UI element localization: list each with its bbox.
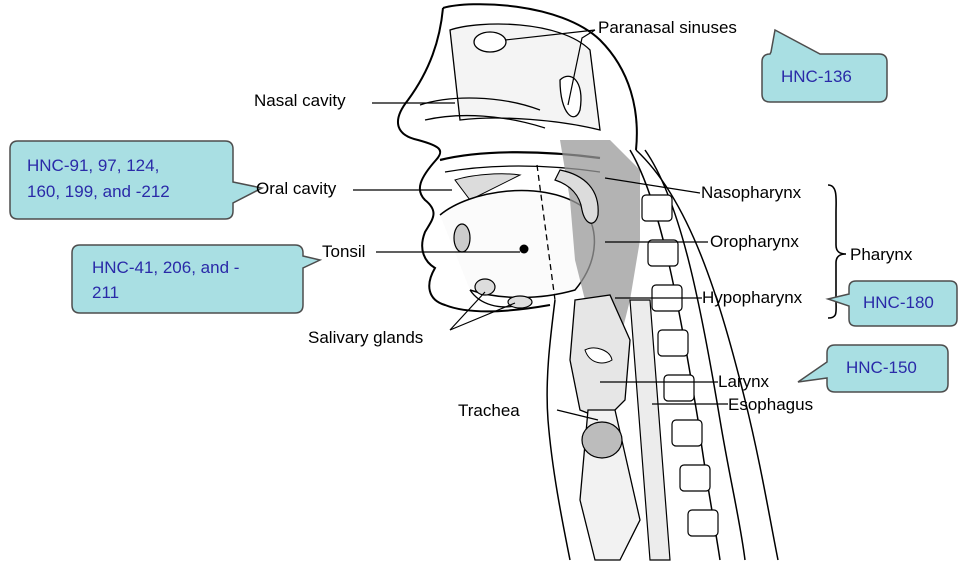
label-larynx: Larynx: [718, 373, 769, 391]
callout-hnc-150-text: HNC-150: [846, 358, 917, 377]
callout-oral-text-line1: HNC-91, 97, 124,: [27, 156, 159, 175]
label-trachea: Trachea: [458, 402, 520, 420]
label-pharynx: Pharynx: [850, 246, 912, 264]
callout-hnc-150: HNC-150: [798, 345, 948, 392]
callout-tonsil: HNC-41, 206, and - 211: [72, 245, 320, 313]
callout-hnc-136-text: HNC-136: [781, 67, 852, 86]
label-paranasal-sinuses: Paranasal sinuses: [598, 19, 737, 37]
callout-oral-text-line2: 160, 199, and -212: [27, 182, 170, 201]
callout-oral-cavity: HNC-91, 97, 124, 160, 199, and -212: [10, 141, 262, 219]
callout-hnc-180-text: HNC-180: [863, 293, 934, 312]
label-salivary-glands: Salivary glands: [308, 329, 423, 347]
callout-hnc-180: HNC-180: [828, 281, 957, 326]
label-esophagus: Esophagus: [728, 396, 813, 414]
callout-tonsil-text-line1: HNC-41, 206, and -: [92, 258, 239, 277]
label-oropharynx: Oropharynx: [710, 233, 799, 251]
callout-tonsil-text-line2: 211: [92, 283, 119, 302]
anatomy-illustration: [398, 4, 778, 560]
label-oral-cavity: Oral cavity: [256, 180, 336, 198]
callout-hnc-136: HNC-136: [762, 30, 887, 102]
label-hypopharynx: Hypopharynx: [702, 289, 802, 307]
label-nasopharynx: Nasopharynx: [701, 184, 801, 202]
label-nasal-cavity: Nasal cavity: [254, 92, 346, 110]
label-tonsil: Tonsil: [322, 243, 365, 261]
